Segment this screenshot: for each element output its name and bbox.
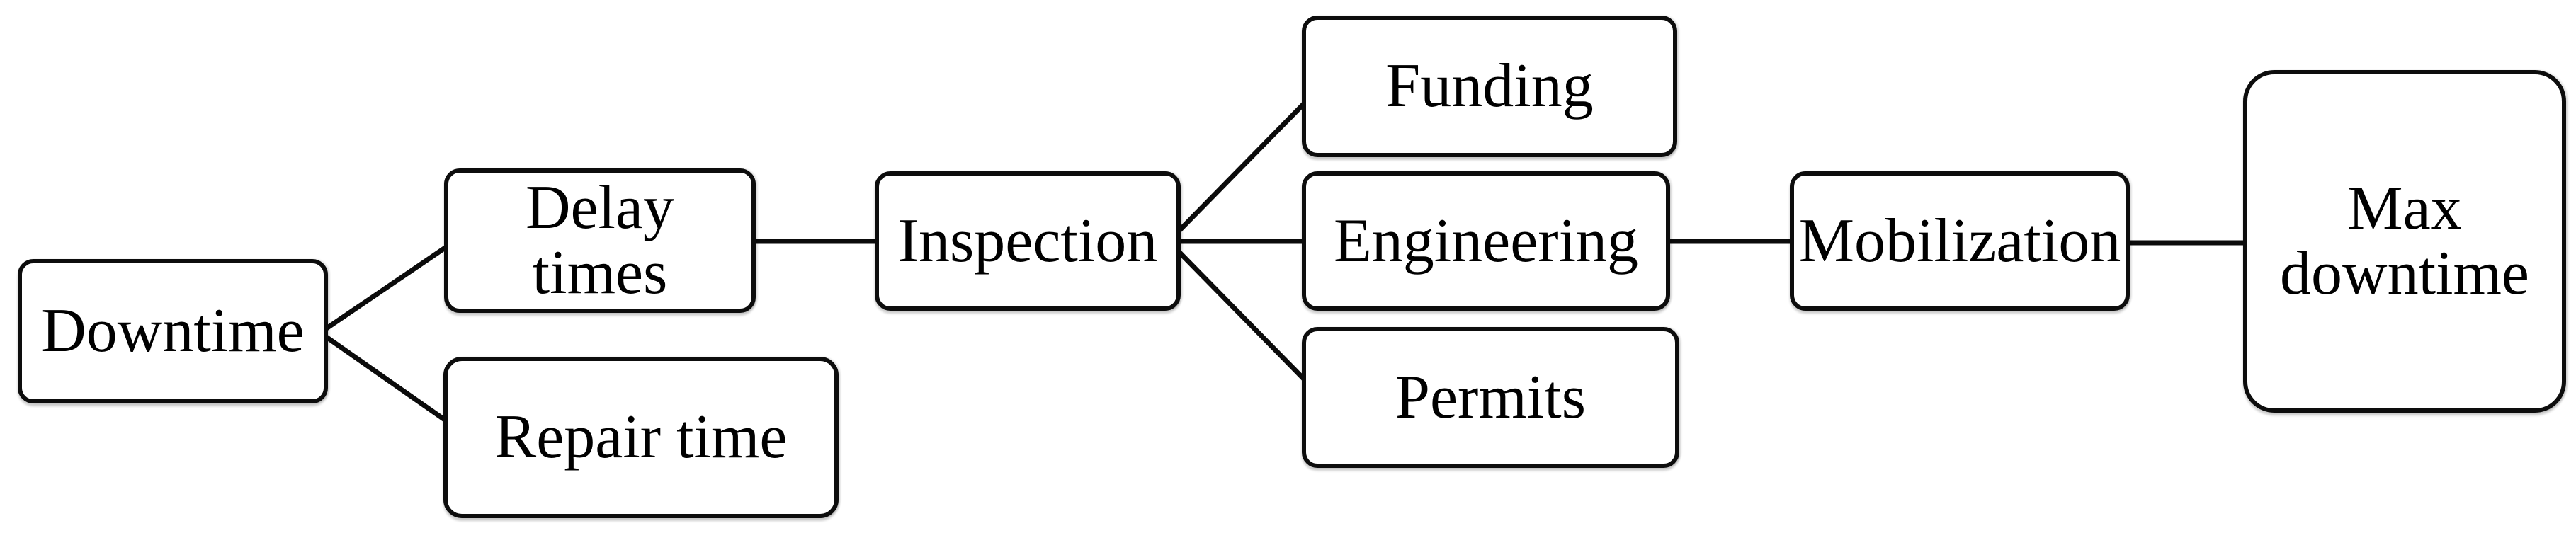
- node-inspection: Inspection: [875, 171, 1181, 311]
- edge-downtime-delay-times: [319, 233, 465, 335]
- node-delay-times: Delay times: [444, 168, 756, 313]
- node-label-inspection: Inspection: [897, 206, 1158, 275]
- node-mobilization: Mobilization: [1790, 171, 2130, 311]
- node-label-max-downtime: Max downtime: [2280, 174, 2529, 308]
- node-label-engineering: Engineering: [1333, 206, 1639, 275]
- edge-downtime-repair-time: [318, 331, 466, 435]
- node-label-downtime: Downtime: [41, 297, 305, 366]
- node-label-permits: Permits: [1395, 362, 1586, 432]
- node-funding: Funding: [1302, 16, 1677, 157]
- node-label-funding: Funding: [1385, 52, 1594, 121]
- node-repair-time: Repair time: [443, 357, 839, 518]
- edge-inspection-funding: [1167, 84, 1323, 243]
- node-label-mobilization: Mobilization: [1798, 206, 2121, 275]
- edge-inspection-permits: [1167, 239, 1323, 399]
- node-downtime: Downtime: [18, 259, 328, 403]
- node-max-downtime: Max downtime: [2243, 70, 2566, 413]
- node-label-delay-times: Delay times: [525, 173, 675, 307]
- node-permits: Permits: [1302, 327, 1679, 468]
- node-label-repair-time: Repair time: [494, 403, 788, 472]
- node-engineering: Engineering: [1302, 171, 1670, 311]
